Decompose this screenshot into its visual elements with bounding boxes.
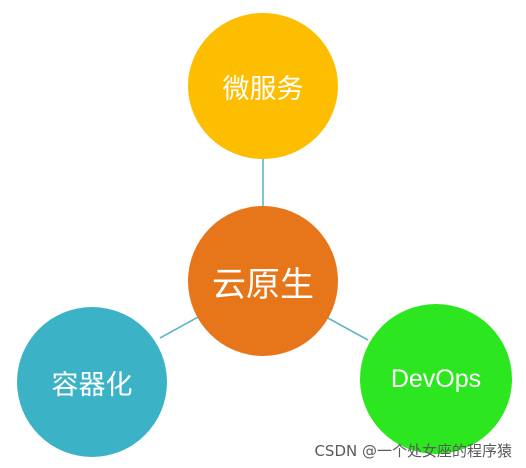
node-cloud-native: 云原生 <box>188 206 338 356</box>
node-cloud-native-label: 云原生 <box>212 264 314 305</box>
node-containerization: 容器化 <box>17 307 167 457</box>
node-microservices: 微服务 <box>188 13 338 159</box>
node-devops: DevOps <box>360 304 512 454</box>
connector-center-left <box>159 315 201 339</box>
node-containerization-label: 容器化 <box>51 369 133 401</box>
node-devops-label: DevOps <box>390 364 482 393</box>
connector-center-right <box>325 316 369 341</box>
watermark: CSDN @一个处女座的程序猿 <box>314 442 512 460</box>
node-microservices-label: 微服务 <box>222 73 304 105</box>
